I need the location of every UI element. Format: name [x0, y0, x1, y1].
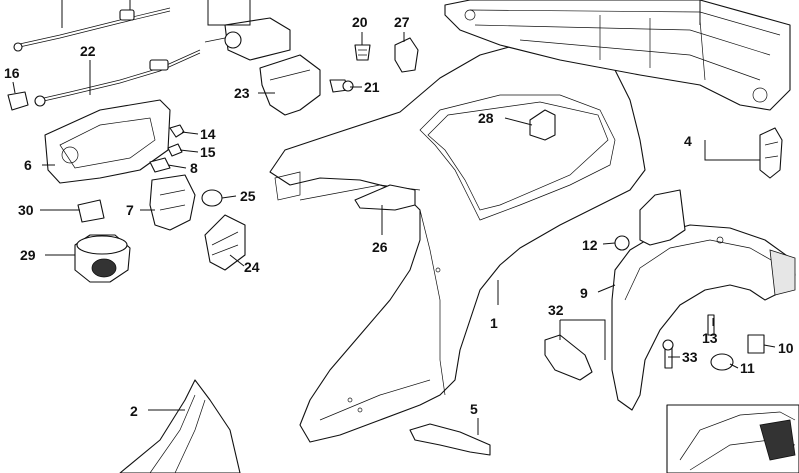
callout-33: 33	[682, 349, 698, 365]
callout-30: 30	[18, 202, 34, 218]
screw-part-20[interactable]	[354, 44, 371, 61]
callout-27: 27	[394, 14, 410, 30]
callout-14: 14	[200, 126, 216, 142]
leader-actuator	[207, 0, 251, 26]
callout-15: 15	[200, 144, 216, 160]
grommet-part-16[interactable]	[7, 91, 29, 111]
leader-14	[181, 131, 199, 135]
callout-1: 1	[490, 315, 498, 331]
rivet-part-33[interactable]	[662, 339, 674, 369]
sill-part-2[interactable]	[119, 379, 241, 473]
callout-labels: 1 2 4 5 6 7 8 9 10 11 12 13 14 15 16 20 …	[4, 14, 794, 419]
callout-20: 20	[352, 14, 368, 30]
clip-part-8[interactable]	[149, 157, 171, 173]
leader-28	[504, 117, 533, 126]
callout-10: 10	[778, 340, 794, 356]
clip-part-15[interactable]	[167, 143, 183, 157]
bracket-part-7[interactable]	[149, 174, 196, 231]
grommet-part-25[interactable]	[201, 189, 223, 207]
bracket-part-26[interactable]	[354, 184, 416, 211]
callout-28: 28	[478, 110, 494, 126]
bracket-part-23[interactable]	[259, 54, 321, 116]
actuator-part[interactable]	[204, 17, 291, 61]
clip-part-30[interactable]	[77, 199, 105, 223]
cable-top-part[interactable]	[13, 7, 171, 52]
callout-11: 11	[740, 360, 755, 376]
callout-22: 22	[80, 43, 96, 59]
leader-25	[221, 195, 237, 199]
washer-part-11[interactable]	[710, 353, 734, 371]
callout-21: 21	[364, 79, 380, 95]
side-panel-part[interactable]	[269, 39, 646, 443]
clip-part-14[interactable]	[169, 124, 185, 138]
callout-9: 9	[580, 285, 588, 301]
seal-part-28[interactable]	[529, 109, 556, 141]
grommet-part-12[interactable]	[614, 235, 630, 251]
leader-top-left	[61, 0, 131, 28]
leader-10	[763, 344, 776, 348]
bracket-part-5[interactable]	[409, 423, 491, 456]
callout-8: 8	[190, 160, 198, 176]
leader-9	[597, 284, 616, 293]
leader-15	[179, 149, 199, 153]
filler-housing-part-29[interactable]	[74, 234, 131, 283]
cable-part-22[interactable]	[34, 49, 201, 107]
leader-8	[167, 164, 187, 169]
callout-4: 4	[684, 133, 692, 149]
rear-panel-part[interactable]	[444, 0, 791, 111]
callout-7: 7	[126, 202, 134, 218]
callout-12: 12	[582, 237, 598, 253]
cover-part-27[interactable]	[394, 37, 419, 73]
bracket-part-4[interactable]	[759, 127, 783, 179]
callout-5: 5	[470, 401, 478, 417]
callout-24: 24	[244, 259, 260, 275]
fuel-flap-part-6[interactable]	[44, 99, 171, 184]
leader-24	[229, 254, 245, 267]
callout-29: 29	[20, 247, 36, 263]
leader-4	[704, 140, 760, 161]
leader-lines	[12, 0, 776, 435]
leader-16	[12, 81, 16, 94]
callout-23: 23	[234, 85, 250, 101]
callout-25: 25	[240, 188, 256, 204]
leader-32	[559, 319, 606, 360]
callout-13: 13	[702, 330, 718, 346]
bracket-part-24[interactable]	[204, 214, 246, 271]
nut-part-10[interactable]	[747, 334, 765, 354]
bolt-part-21[interactable]	[329, 79, 354, 93]
callout-32: 32	[548, 302, 564, 318]
leader-12	[602, 242, 616, 245]
bracket-part-32[interactable]	[544, 334, 593, 381]
vehicle-location-thumbnail	[666, 404, 799, 473]
callout-16: 16	[4, 65, 20, 81]
leader-11	[729, 363, 739, 369]
callout-6: 6	[24, 157, 32, 173]
callout-26: 26	[372, 239, 388, 255]
callout-2: 2	[130, 403, 138, 419]
wheel-arch-liner-part[interactable]	[611, 189, 796, 411]
